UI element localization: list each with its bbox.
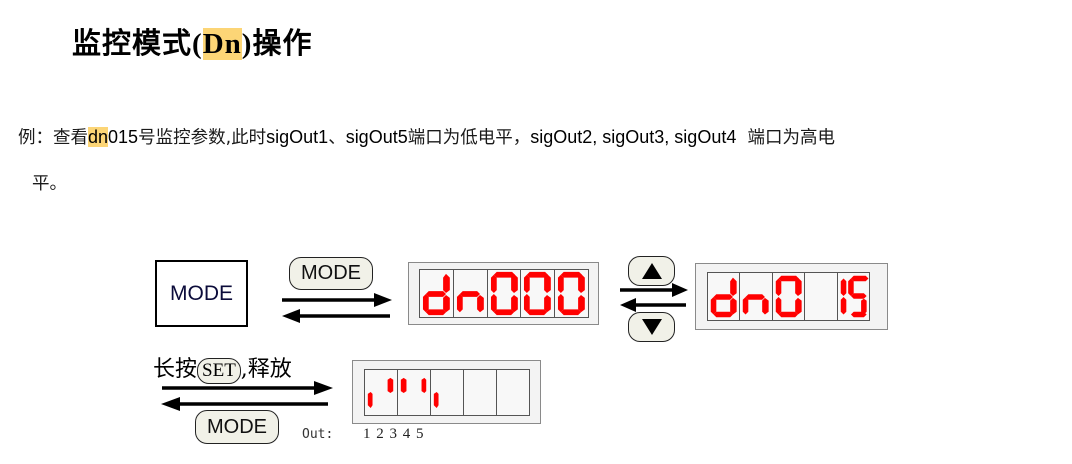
seven-seg-15 [840, 275, 869, 318]
digit-blank [497, 370, 529, 415]
digit-0 [773, 273, 806, 320]
triangle-down-icon [641, 319, 662, 335]
example-paragraph: 例：查看dn015号监控参数,此时sigOut1、sigOut5端口为低电平，s… [18, 124, 835, 149]
digit-n [740, 273, 773, 320]
long-press-prefix: 长按 [153, 357, 198, 382]
mode-box-label: MODE [170, 281, 233, 305]
out-segments-5 [433, 392, 439, 409]
para-text: 例：查看 [18, 128, 88, 148]
para-text: sigOut1 [266, 127, 329, 147]
display-dn015 [695, 263, 888, 330]
para-text: 号监控参数,此时 [138, 128, 267, 148]
seven-seg-0 [490, 271, 518, 316]
title-prefix: 监控模式 [72, 26, 193, 60]
out-numbers: 1 2 3 4 5 [363, 426, 424, 442]
display-3-cells [364, 369, 530, 416]
para-text: sigOut2, sigOut3, sigOut4 [530, 127, 737, 147]
digit-0 [555, 270, 588, 317]
digit-blank [805, 273, 838, 320]
para-text: 、 [328, 128, 346, 148]
title-paren-open: ( [192, 28, 203, 60]
digit-0 [521, 270, 556, 317]
down-key [628, 312, 675, 342]
mode-box: MODE [155, 260, 248, 327]
seven-seg-d [422, 273, 450, 316]
triangle-up-icon [641, 263, 662, 279]
digit-blank [464, 370, 497, 415]
title-paren-close: ) [241, 28, 253, 60]
para-highlight: dn [88, 127, 109, 147]
seven-seg-n [743, 294, 770, 315]
seven-seg-0 [775, 275, 802, 318]
display-2-cells [707, 272, 870, 321]
digit-15 [838, 273, 869, 320]
title-highlight: Dn [202, 28, 242, 60]
para-text: 015 [108, 127, 139, 147]
para-text: 端口为高电 [736, 128, 835, 148]
digit-out-3-4 [398, 370, 431, 415]
display-1-cells [419, 269, 589, 318]
digit-out-1-2 [365, 370, 398, 415]
digit-d [708, 273, 741, 320]
bidirectional-arrows-1 [282, 293, 392, 323]
mode-key-2-label: MODE [207, 415, 267, 438]
seven-seg-n [456, 291, 484, 313]
digit-d [420, 270, 454, 317]
mode-key-1: MODE [289, 257, 373, 290]
out-label: Out: [302, 427, 334, 442]
digit-n [454, 270, 488, 317]
seven-seg-d [710, 277, 737, 318]
page-title: 监控模式(Dn)操作 [72, 20, 312, 62]
digit-out-5 [431, 370, 464, 415]
bidirectional-arrows-2 [620, 283, 688, 312]
up-key [628, 256, 675, 286]
seven-seg-0 [558, 271, 586, 316]
digit-0 [488, 270, 522, 317]
para-text: 端口为低电平， [407, 128, 531, 148]
out-segments-1-2 [367, 377, 394, 409]
title-suffix: 操作 [252, 26, 313, 60]
display-dn000 [408, 262, 599, 325]
example-paragraph-line2: 平。 [32, 174, 67, 194]
seven-seg-0 [524, 271, 552, 316]
long-press-suffix: ,释放 [240, 357, 292, 382]
bidirectional-arrows-3 [161, 381, 333, 411]
mode-key-2: MODE [195, 410, 279, 444]
display-out-status [352, 360, 541, 424]
set-key: SET [197, 358, 241, 384]
para-text: sigOut5 [345, 127, 408, 147]
out-segments-3-4 [400, 377, 427, 393]
mode-key-1-label: MODE [301, 262, 361, 284]
